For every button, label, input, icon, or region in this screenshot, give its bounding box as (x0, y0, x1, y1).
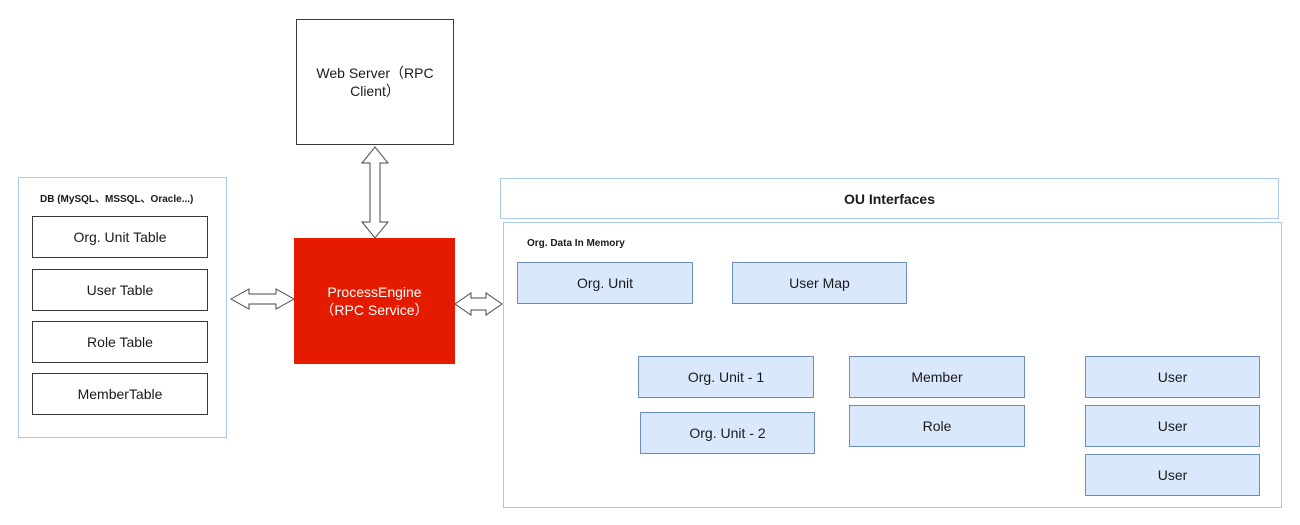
memory-title: Org. Data In Memory (527, 238, 625, 249)
engine-ou-double-arrow (454, 292, 503, 316)
role-node: Role (849, 405, 1025, 447)
process-engine-box: ProcessEngine （RPC Service） (294, 238, 455, 364)
user-node: User (1085, 356, 1260, 398)
db-table-member: MemberTable (32, 373, 208, 415)
user-node: User (1085, 405, 1260, 447)
db-table-role: Role Table (32, 321, 208, 363)
process-engine-label: ProcessEngine (327, 284, 422, 300)
org-unit-1-node: Org. Unit - 1 (638, 356, 814, 398)
user-node: User (1085, 454, 1260, 496)
ou-interfaces-box: OU Interfaces (500, 178, 1279, 219)
ou-interfaces-label: OU Interfaces (843, 190, 936, 207)
member-node: Member (849, 356, 1025, 398)
db-title: DB (MySQL、MSSQL、Oracle...) (40, 194, 194, 205)
web-server-label: Web Server（RPC Client） (316, 65, 434, 99)
db-table-user: User Table (32, 269, 208, 311)
web-server-box: Web Server（RPC Client） (296, 19, 454, 145)
db-table-org-unit: Org. Unit Table (32, 216, 208, 258)
db-engine-double-arrow (229, 288, 296, 310)
org-unit-2-node: Org. Unit - 2 (640, 412, 815, 454)
user-map-node: User Map (732, 262, 907, 304)
web-engine-double-arrow (360, 146, 390, 239)
org-unit-node: Org. Unit (517, 262, 693, 304)
process-engine-sublabel: （RPC Service） (320, 302, 429, 318)
